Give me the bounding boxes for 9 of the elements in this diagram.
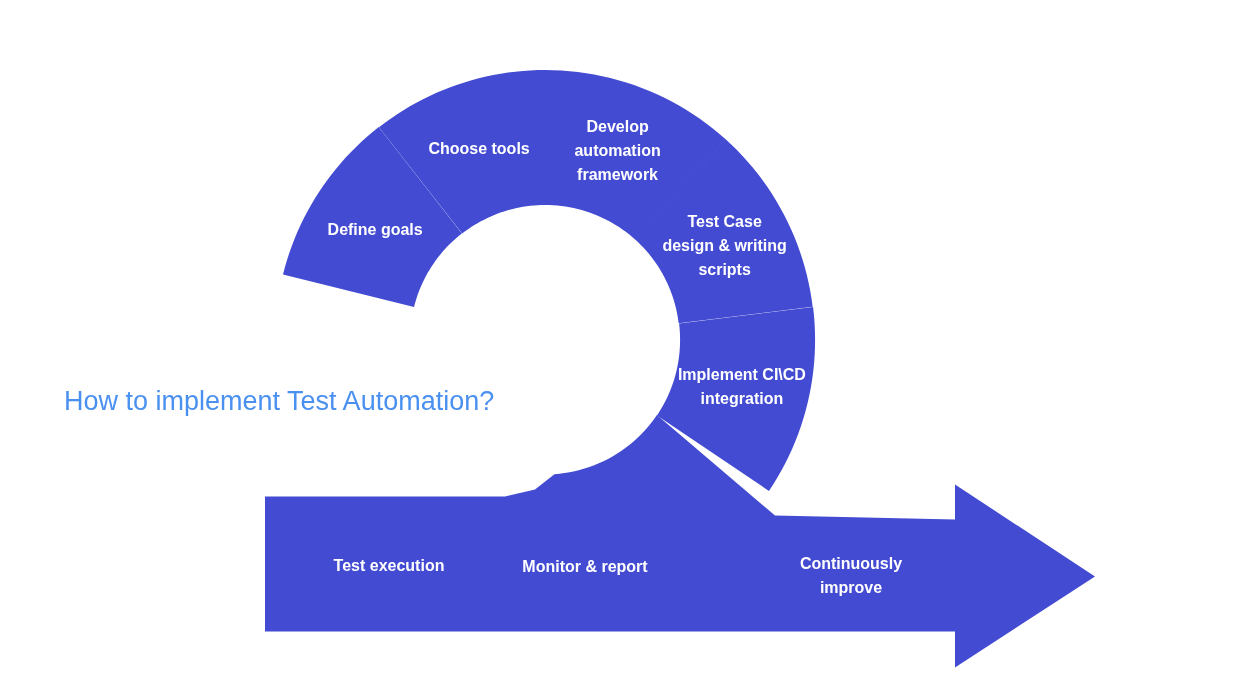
step-label: Test Case design & writing scripts (661, 212, 788, 281)
step-label: Develop automation framework (573, 116, 662, 185)
step-label: Continuously improve (798, 554, 904, 598)
step-label: Monitor & report (521, 557, 649, 577)
step-label: Test execution (332, 556, 446, 576)
title: How to implement Test Automation? (64, 386, 495, 417)
step-label: Define goals (326, 219, 424, 240)
step-label: Implement CI\CD integration (676, 365, 807, 410)
step-label: Choose tools (427, 138, 531, 159)
